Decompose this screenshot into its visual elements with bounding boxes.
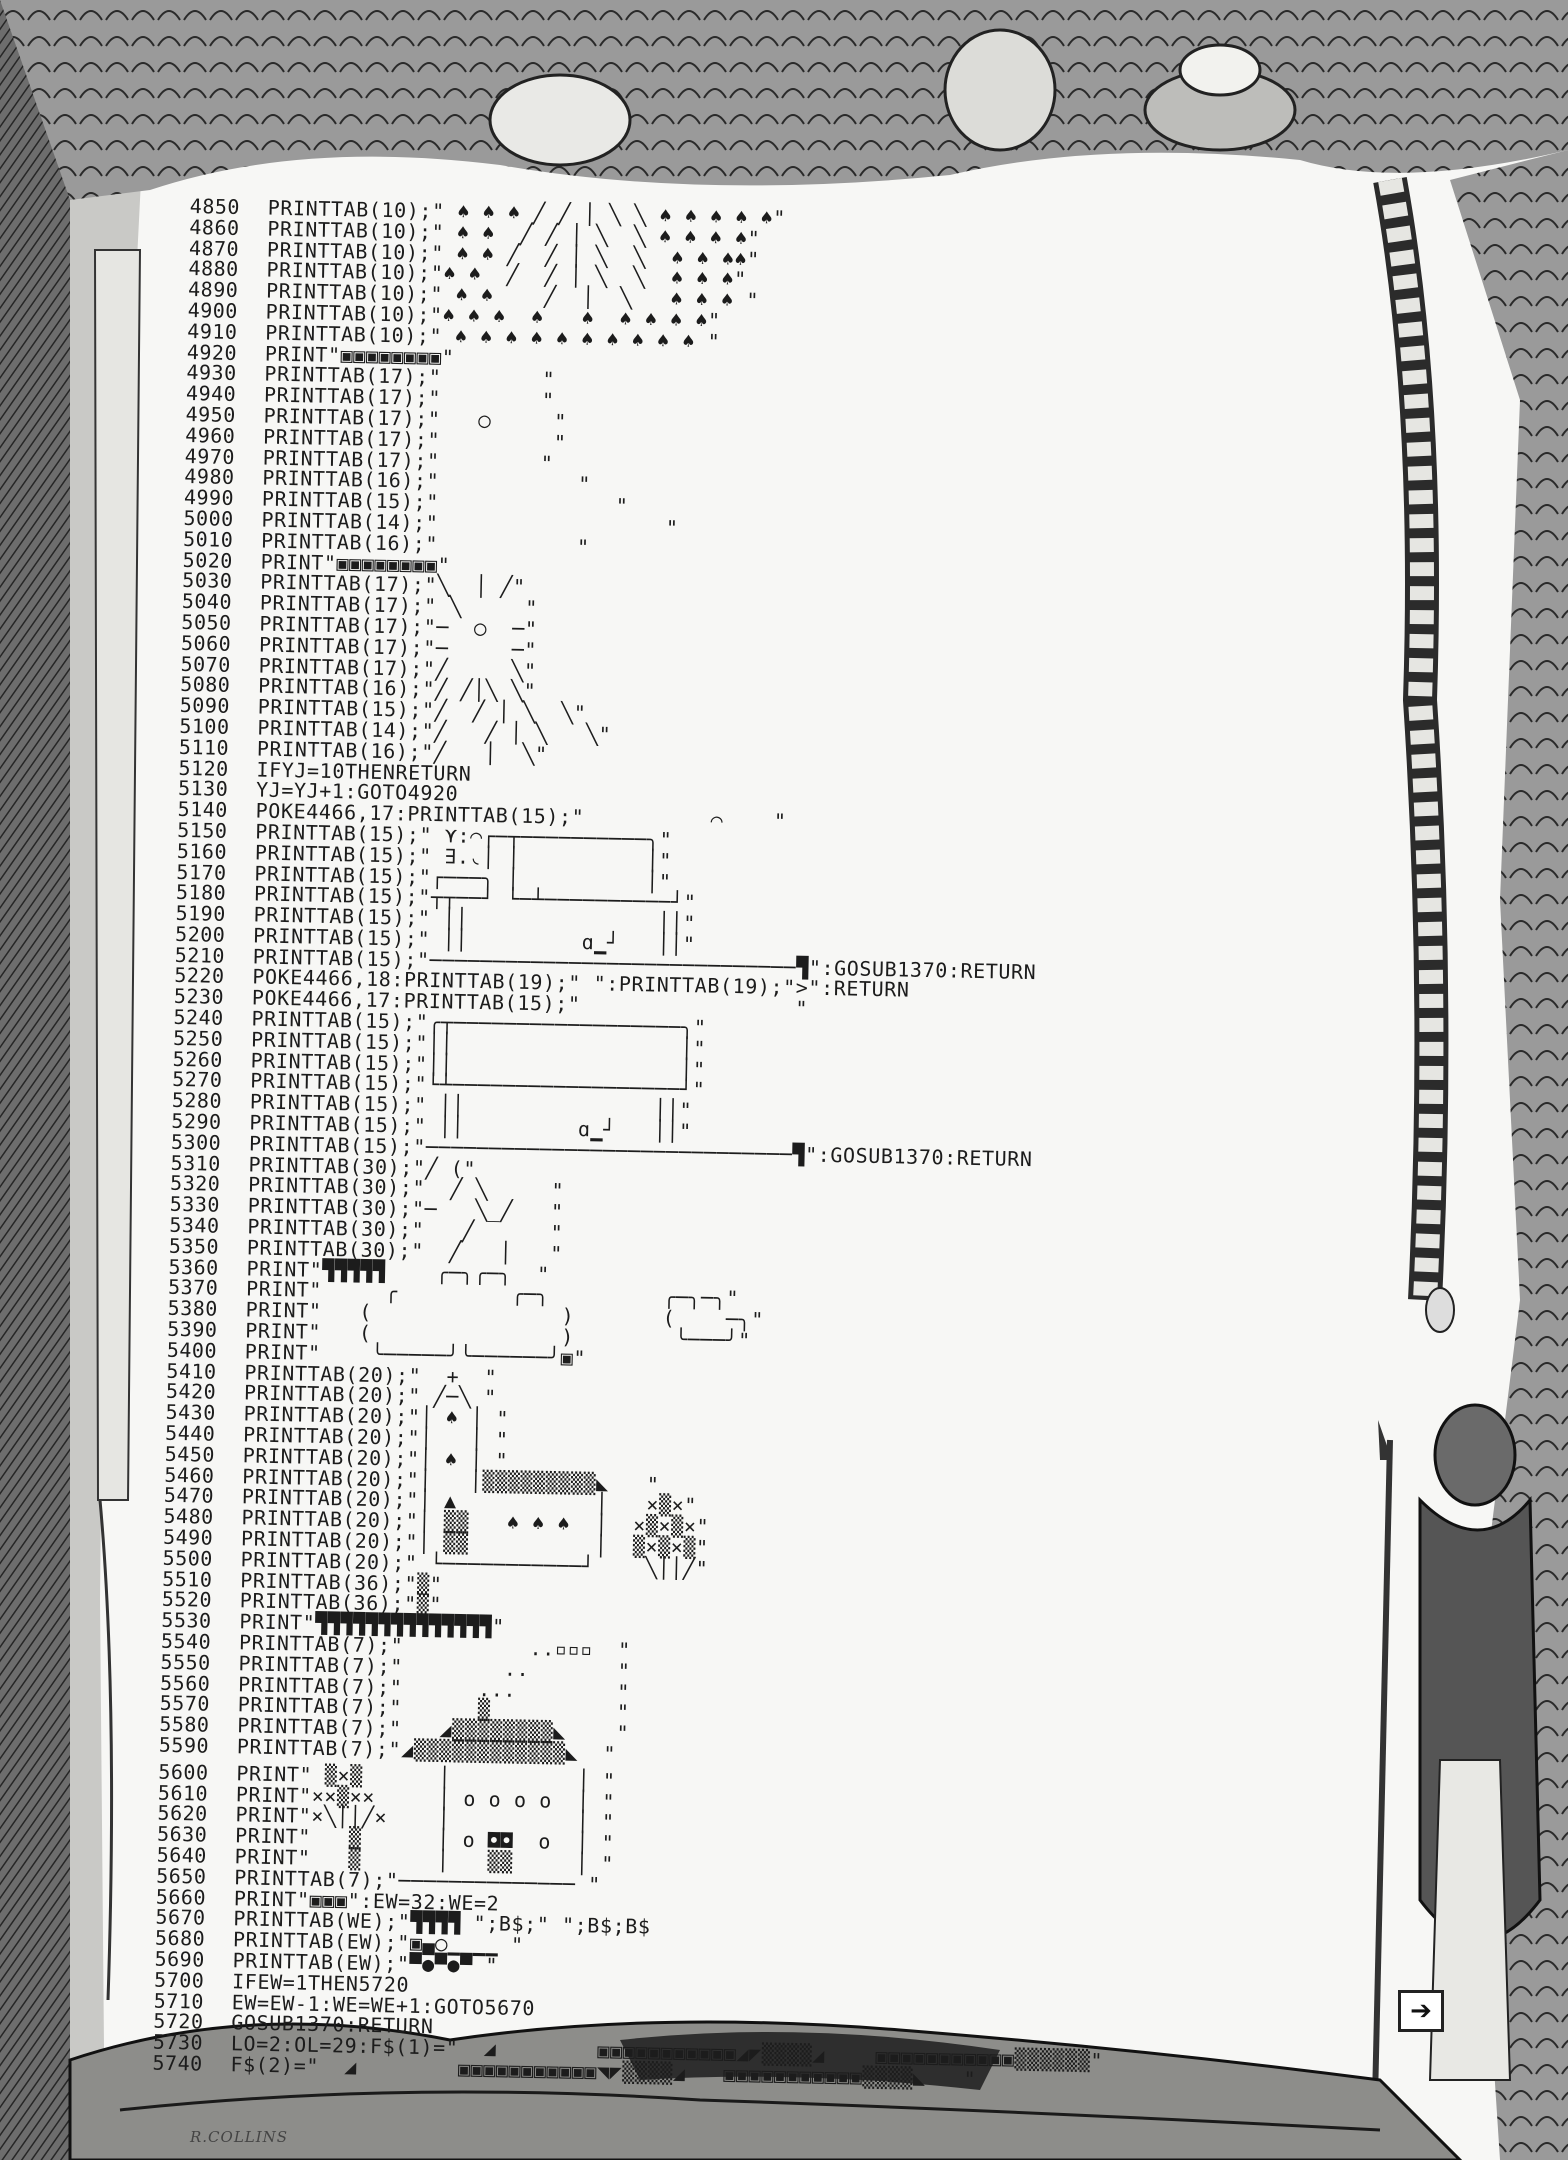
artist-signature: R.COLLINS <box>190 2128 289 2146</box>
line-number: 5590 <box>158 1732 210 1758</box>
crocodile-illustration <box>68 2020 1463 2160</box>
line-statement: PRINTTAB(7);"◢▒▒▒▒▒▒▒▒▒▒▒▒◣ " <box>236 1734 617 1766</box>
next-page-arrow-icon[interactable]: ➔ <box>1398 1990 1444 2032</box>
line-number: 5740 <box>152 2050 203 2076</box>
tribesman-illustration <box>1372 1403 1542 2101</box>
left-jungle-foliage <box>0 0 150 2160</box>
top-foliage-animals <box>0 0 1568 200</box>
